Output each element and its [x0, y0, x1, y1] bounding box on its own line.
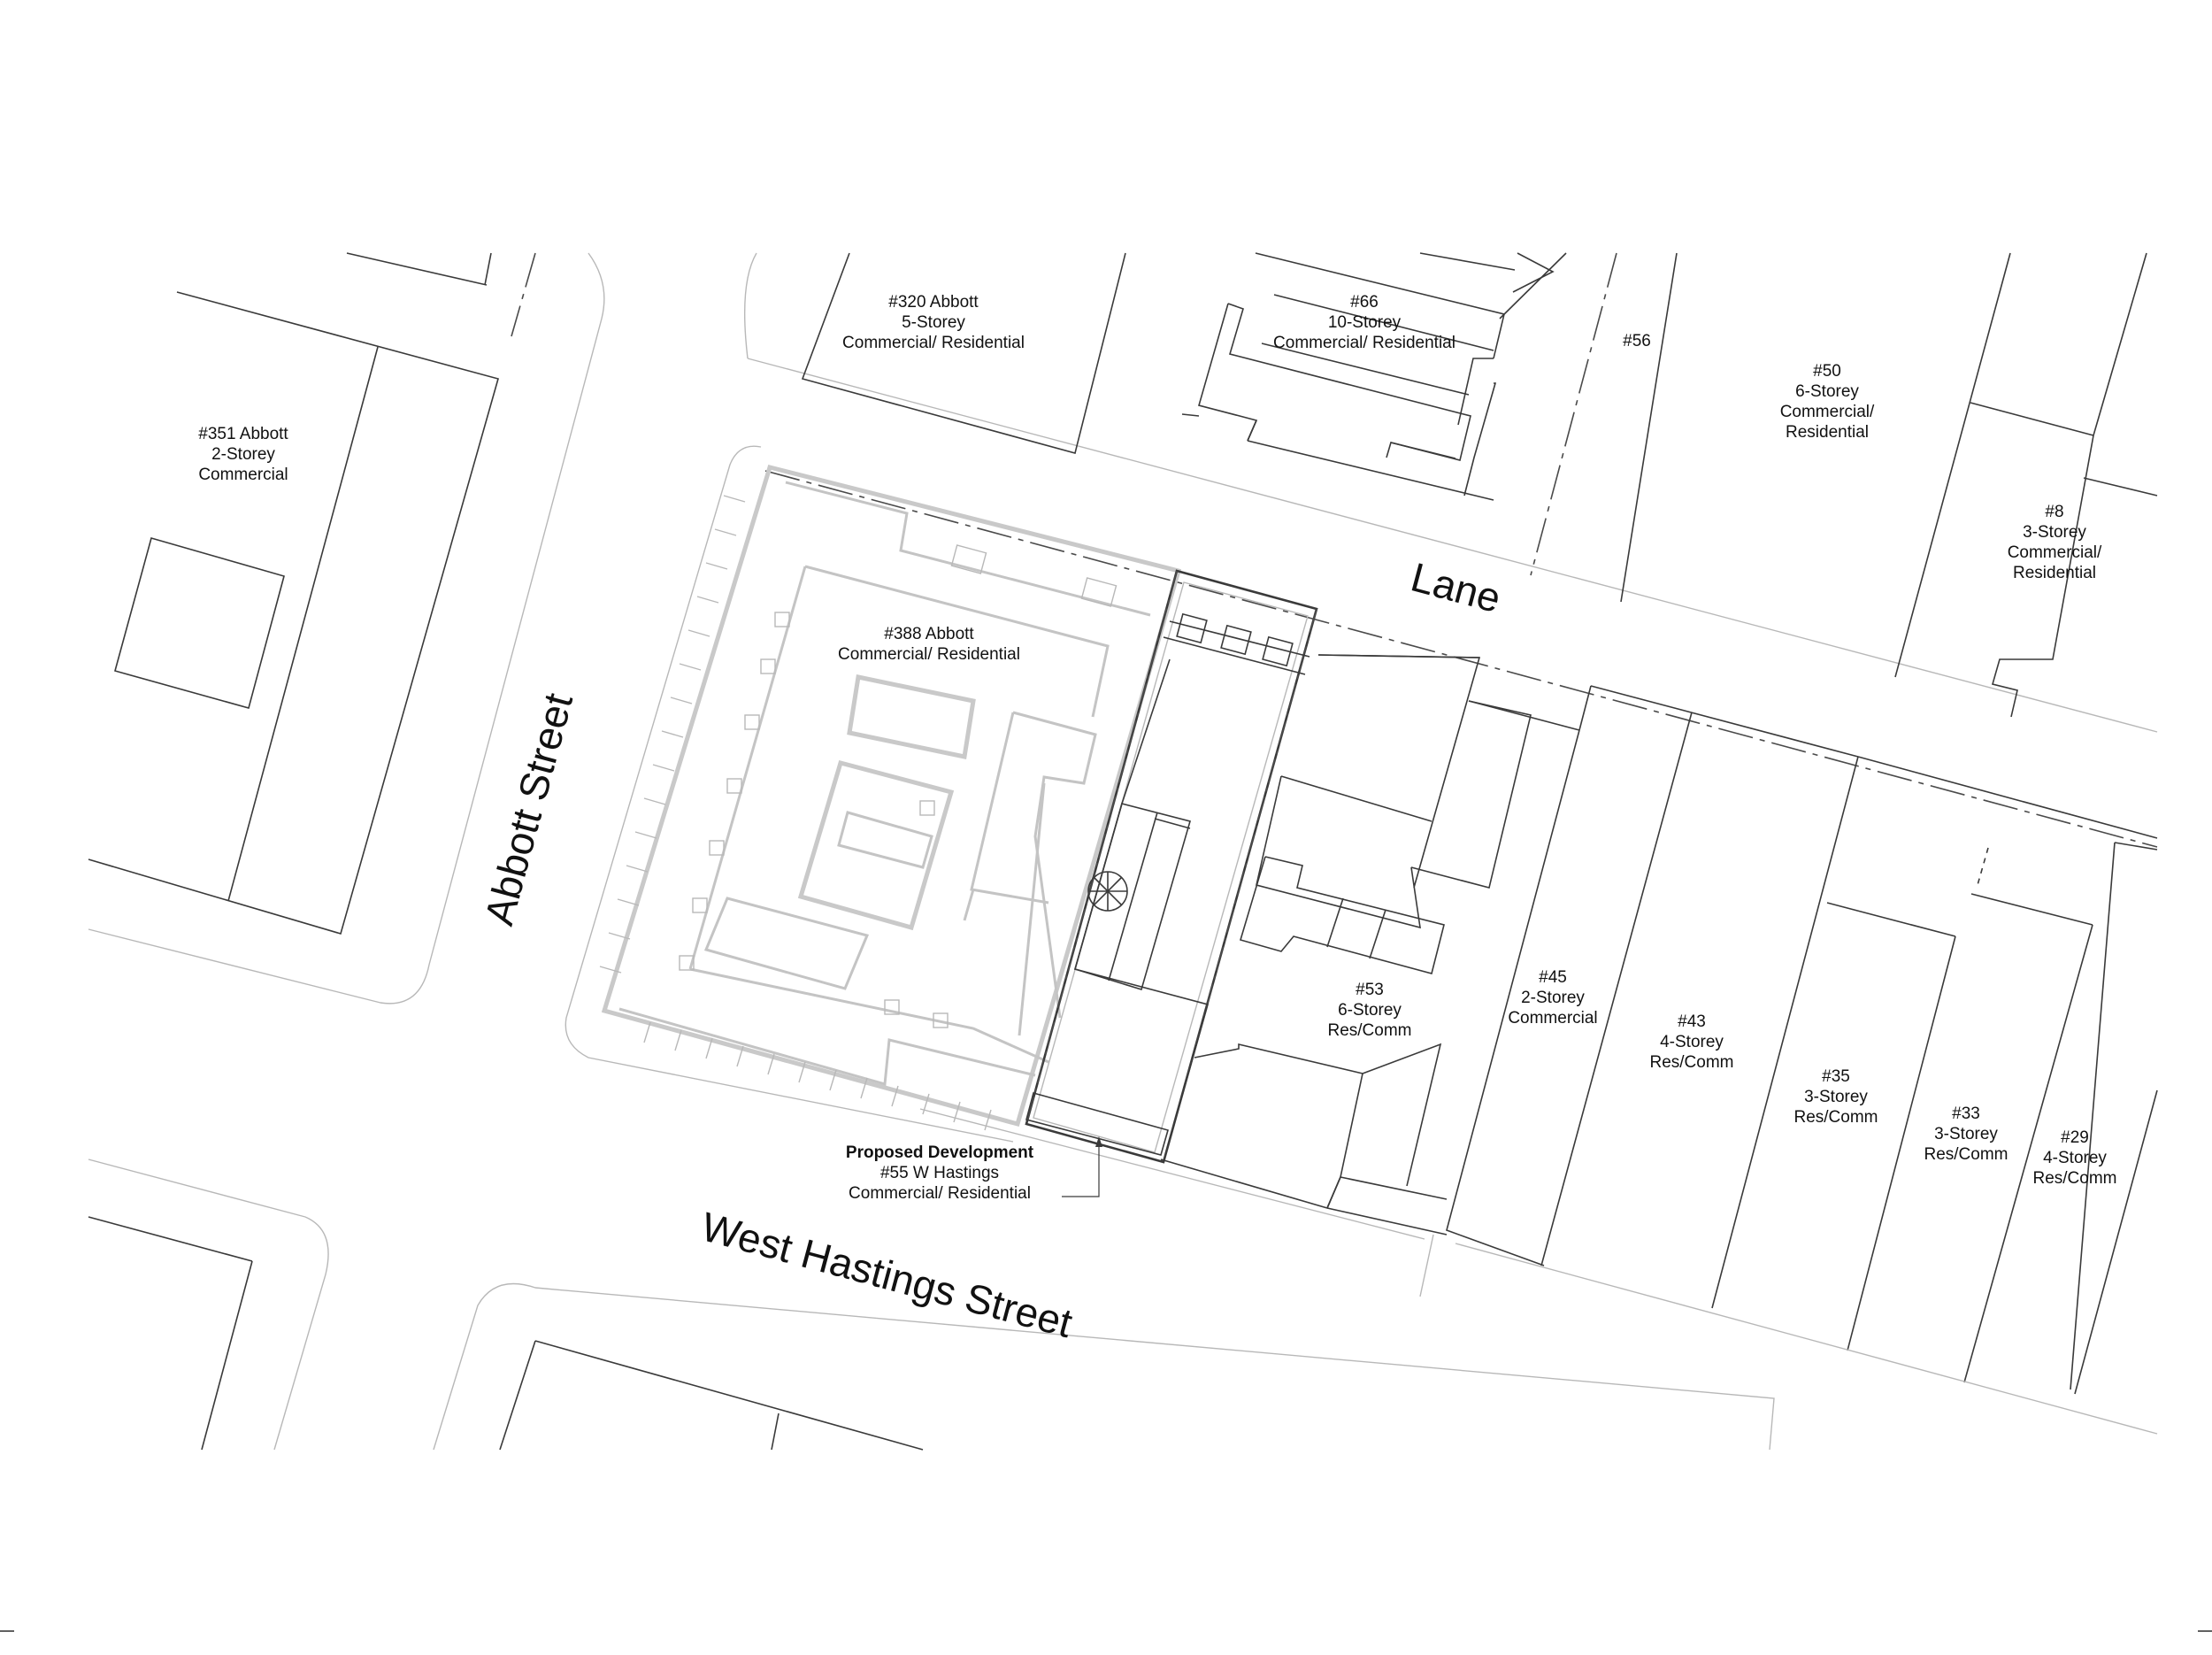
label-33: #33 3-Storey Res/Comm [1924, 1105, 2008, 1164]
svg-text:Commercial: Commercial [1508, 1009, 1597, 1028]
building-labels: #351 Abbott 2-Storey Commercial #320 Abb… [198, 293, 2116, 1203]
south-facade-ticks [643, 1021, 992, 1131]
label-43: #43 4-Storey Res/Comm [1649, 1012, 1733, 1072]
svg-text:#66: #66 [1350, 293, 1379, 312]
svg-text:#29: #29 [2061, 1128, 2089, 1147]
svg-text:Res/Comm: Res/Comm [1793, 1108, 1878, 1127]
street-label-west-hastings: West Hastings Street [696, 1203, 1077, 1346]
label-35: #35 3-Storey Res/Comm [1793, 1067, 1878, 1127]
building-53-annex [1240, 856, 1445, 974]
label-388-abbott: #388 Abbott Commercial/ Residential [838, 625, 1020, 664]
svg-text:#388 Abbott: #388 Abbott [884, 625, 974, 643]
svg-text:#33: #33 [1952, 1105, 1980, 1123]
svg-text:6-Storey: 6-Storey [1795, 382, 1859, 401]
lane-centerline [764, 470, 2158, 848]
svg-text:Residential: Residential [1786, 423, 1869, 442]
building-351-inner [114, 537, 285, 709]
label-45: #45 2-Storey Commercial [1508, 968, 1597, 1028]
svg-text:#56: #56 [1623, 332, 1651, 350]
svg-text:#43: #43 [1678, 1012, 1706, 1031]
svg-text:3-Storey: 3-Storey [2023, 523, 2086, 542]
svg-text:Commercial/: Commercial/ [1780, 403, 1875, 421]
svg-text:#45: #45 [1539, 968, 1567, 987]
label-proposed-development: Proposed Development #55 W Hastings Comm… [846, 1143, 1034, 1203]
street-labels: Abbott Street Lane West Hastings Street [475, 553, 1505, 1346]
svg-text:#351 Abbott: #351 Abbott [198, 425, 288, 443]
svg-text:#8: #8 [2045, 503, 2063, 521]
label-50: #50 6-Storey Commercial/ Residential [1780, 362, 1875, 442]
building-66-outline [1198, 252, 1505, 501]
south-block [1160, 654, 2158, 1435]
proposed-leader-line [1062, 1142, 1100, 1197]
svg-text:Res/Comm: Res/Comm [1327, 1021, 1411, 1040]
svg-text:Commercial/ Residential: Commercial/ Residential [838, 645, 1020, 664]
svg-text:Res/Comm: Res/Comm [1924, 1145, 2008, 1164]
svg-text:#35: #35 [1822, 1067, 1850, 1086]
label-8: #8 3-Storey Commercial/ Residential [2008, 503, 2102, 582]
label-66: #66 10-Storey Commercial/ Residential [1273, 293, 1455, 352]
svg-text:4-Storey: 4-Storey [1660, 1033, 1724, 1051]
svg-text:3-Storey: 3-Storey [1934, 1125, 1998, 1143]
label-29: #29 4-Storey Res/Comm [2032, 1128, 2116, 1188]
label-320-abbott: #320 Abbott 5-Storey Commercial/ Residen… [842, 293, 1025, 352]
proposed-development-footprint [1025, 569, 1318, 1164]
street-label-abbott: Abbott Street [475, 689, 581, 930]
svg-text:Commercial/ Residential: Commercial/ Residential [1273, 334, 1455, 352]
svg-text:Res/Comm: Res/Comm [2032, 1169, 2116, 1188]
north-block [743, 252, 2158, 733]
svg-text:6-Storey: 6-Storey [1338, 1001, 1402, 1020]
svg-text:#50: #50 [1813, 362, 1841, 381]
svg-text:Commercial/ Residential: Commercial/ Residential [842, 334, 1025, 352]
svg-text:#55 W Hastings: #55 W Hastings [880, 1164, 999, 1182]
west-block [88, 252, 605, 1005]
label-53: #53 6-Storey Res/Comm [1327, 981, 1411, 1040]
abbott-centerline [511, 252, 536, 337]
svg-text:2-Storey: 2-Storey [1521, 989, 1585, 1007]
svg-text:#53: #53 [1356, 981, 1384, 999]
svg-text:3-Storey: 3-Storey [1804, 1088, 1868, 1106]
label-351-abbott: #351 Abbott 2-Storey Commercial [198, 425, 288, 484]
svg-text:10-Storey: 10-Storey [1328, 313, 1402, 332]
svg-text:Commercial: Commercial [198, 466, 288, 484]
label-56: #56 [1623, 332, 1651, 350]
svg-text:Res/Comm: Res/Comm [1649, 1053, 1733, 1072]
street-label-lane: Lane [1406, 553, 1505, 621]
south-hastings-block [88, 1108, 1775, 1451]
svg-text:Residential: Residential [2013, 564, 2096, 582]
west-facade-ticks [599, 495, 746, 974]
svg-text:Commercial/: Commercial/ [2008, 543, 2102, 562]
svg-text:2-Storey: 2-Storey [211, 445, 275, 464]
svg-text:4-Storey: 4-Storey [2043, 1149, 2107, 1167]
svg-text:5-Storey: 5-Storey [902, 313, 965, 332]
svg-text:Proposed Development: Proposed Development [846, 1143, 1034, 1162]
building-388-abbott [565, 445, 1182, 1143]
svg-text:Commercial/ Residential: Commercial/ Residential [849, 1184, 1031, 1203]
svg-text:#320 Abbott: #320 Abbott [888, 293, 979, 312]
